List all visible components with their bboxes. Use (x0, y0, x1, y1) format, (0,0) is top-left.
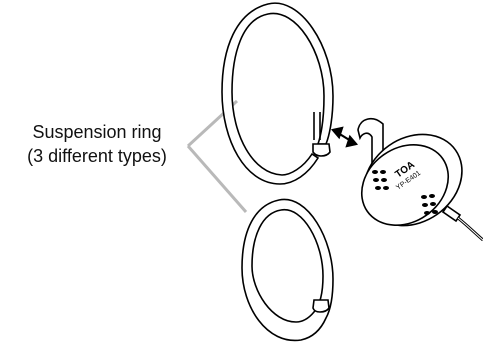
pendant-device: TOA YP-E401 (357, 117, 483, 242)
suspension-ring-upper (221, 2, 334, 185)
attach-arrow (330, 126, 359, 148)
suspension-ring-lower (241, 198, 334, 342)
callout-label: Suspension ring (3 different types) (2, 120, 192, 168)
vent-holes-right (421, 194, 438, 215)
vent-holes-left (372, 170, 389, 190)
callout-label-line-2: (3 different types) (27, 146, 167, 166)
callout-label-line-1: Suspension ring (32, 122, 162, 142)
